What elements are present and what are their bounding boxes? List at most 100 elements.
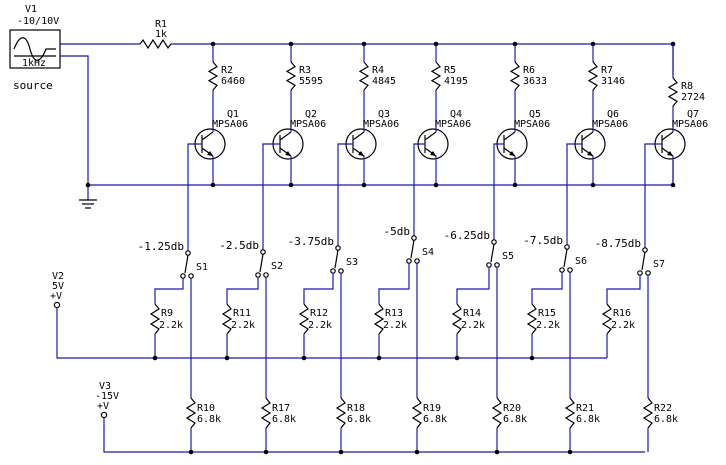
attenuation-label: -6.25db <box>444 229 490 242</box>
switch-s2[interactable]: S2-2.5db <box>219 239 283 278</box>
v3-terminal <box>100 411 108 419</box>
switch-s3[interactable]: S3-3.75db <box>288 235 358 274</box>
pulldown-resistor-name: R20 <box>503 403 521 414</box>
v2-junction <box>529 355 535 361</box>
switch-right-terminal <box>338 268 344 274</box>
switch-common-terminal <box>491 239 497 245</box>
collector-resistor-value: 2724 <box>681 92 705 103</box>
resistor-r1[interactable]: R1 1k <box>139 19 172 50</box>
switch-left-terminal <box>406 258 412 264</box>
divider-feed-wire <box>154 278 184 304</box>
collector-resistor-name: R5 <box>444 65 456 76</box>
attenuation-label: -8.75db <box>595 237 641 250</box>
switch-common-terminal <box>564 244 570 250</box>
switch-name: S4 <box>422 247 434 258</box>
pulldown-resistor <box>411 397 423 429</box>
pulldown-resistor-name: R10 <box>197 403 215 414</box>
divider-resistor-value: 2.2k <box>159 320 183 331</box>
transistor-name: Q5 <box>529 109 541 120</box>
divider-feed-wire <box>226 277 259 304</box>
source-value: -10/10V <box>17 16 59 27</box>
collector-resistor-value: 4195 <box>444 76 468 87</box>
pulldown-resistor-name: R19 <box>423 403 441 414</box>
v3-junction <box>188 449 194 455</box>
switch-blade <box>184 254 189 274</box>
emitter-junction <box>512 182 518 188</box>
emitter-junction <box>361 182 367 188</box>
switch-right-terminal <box>645 270 651 276</box>
switch-left-terminal <box>637 270 643 276</box>
v2-terminal <box>53 301 61 309</box>
transistor-name: Q3 <box>378 109 390 120</box>
supply-v2[interactable]: V2 5V +V <box>50 271 64 309</box>
divider-resistor-value: 2.2k <box>611 320 635 331</box>
switch-s5[interactable]: S5-6.25db <box>444 229 514 268</box>
switch-s4[interactable]: S4-5db <box>384 225 435 264</box>
base-wire <box>493 143 504 240</box>
source-v1[interactable]: V1 -10/10V 1kHz source <box>9 4 61 92</box>
switch-blade <box>563 248 568 268</box>
v2-junction <box>224 355 230 361</box>
divider-resistor-value: 2.2k <box>383 320 407 331</box>
switch-s1[interactable]: S1-1.25db <box>138 240 208 279</box>
switch-name: S7 <box>653 259 665 270</box>
pulldown-resistor-value: 6.8k <box>503 414 527 425</box>
switch-blade <box>410 239 415 259</box>
v3-value: -15V <box>95 391 119 402</box>
switch-s7[interactable]: S7 -8.75db <box>595 237 665 276</box>
emitter-arrow-icon <box>207 151 213 156</box>
v3-sign: +V <box>97 401 109 412</box>
supply-v3[interactable]: V3 -15V +V <box>95 381 119 419</box>
collector-resistor-value: 3633 <box>523 76 547 87</box>
stage-group: R26460Q1MPSA06S1-1.25dbR92.2kR106.8kR355… <box>138 41 708 455</box>
switch-name: S2 <box>271 261 283 272</box>
collector-lead <box>661 131 674 141</box>
resistor-r9[interactable]: R92.2k <box>159 308 183 331</box>
switch-common-terminal <box>335 245 341 251</box>
base-wire <box>644 143 662 248</box>
pulldown-resistor-name: R18 <box>347 403 365 414</box>
divider-feed-wire <box>378 263 410 304</box>
v3-name: V3 <box>99 381 111 392</box>
pulldown-resistor <box>642 397 654 429</box>
sine-wave-icon <box>13 37 56 61</box>
attenuation-label: -7.5db <box>523 234 563 247</box>
switch-right-terminal <box>567 267 573 273</box>
switch-s6[interactable]: S6-7.5db <box>523 234 587 273</box>
collector-lead <box>201 131 214 141</box>
emitter-arrow-icon <box>358 151 364 156</box>
v3-junction <box>494 449 500 455</box>
pulldown-resistor-value: 6.8k <box>423 414 447 425</box>
divider-feed-wire <box>606 275 641 304</box>
divider-resistor <box>526 303 538 335</box>
